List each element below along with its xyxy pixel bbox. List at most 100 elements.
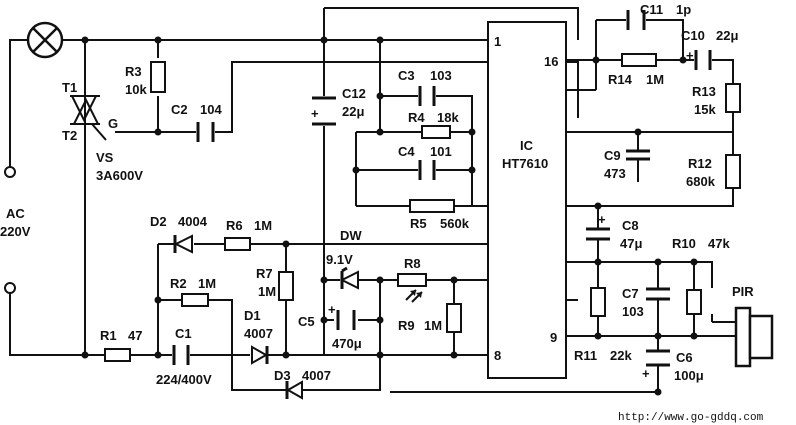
c11-value: 1p <box>676 2 691 17</box>
c11-name: C11 <box>640 2 663 17</box>
d1-value: 4007 <box>244 326 273 341</box>
svg-text:+: + <box>311 106 319 121</box>
svg-text:+: + <box>642 366 650 381</box>
ic-pin1: 1 <box>494 34 501 49</box>
triac-g-label: G <box>108 116 118 131</box>
r12-name: R12 <box>688 156 712 171</box>
c1-value: 224/400V <box>156 372 212 387</box>
r10-value: 47k <box>708 236 730 251</box>
c12-value: 22μ <box>342 104 364 119</box>
ic-part: HT7610 <box>502 156 548 171</box>
ic-name: IC <box>520 138 534 153</box>
triac-name-label: VS <box>96 150 114 165</box>
r8-light-arrows <box>405 289 423 303</box>
triac-t1-label: T1 <box>62 80 77 95</box>
c1-name: C1 <box>175 326 192 341</box>
r14-body <box>621 53 657 67</box>
c5-name: C5 <box>298 314 315 329</box>
d3-value: 4007 <box>302 368 331 383</box>
r14-value: 1M <box>646 72 664 87</box>
c9-value: 473 <box>604 166 626 181</box>
d1-name: D1 <box>244 308 261 323</box>
c3-name: C3 <box>398 68 415 83</box>
c2-name: C2 <box>171 102 188 117</box>
resistors <box>104 53 741 362</box>
c8-name: C8 <box>622 218 639 233</box>
r9-value: 1M <box>424 318 442 333</box>
c12-name: C12 <box>342 86 366 101</box>
junctions <box>81 36 698 396</box>
svg-text:+: + <box>598 212 606 227</box>
ac-voltage-label: 220V <box>0 224 31 239</box>
c7-name: C7 <box>622 286 639 301</box>
r2-name: R2 <box>170 276 187 291</box>
r9-body <box>446 303 462 333</box>
c4-name: C4 <box>398 144 415 159</box>
watermark-url: http://www.go-gddq.com <box>618 412 764 424</box>
r13-value: 15k <box>694 102 716 117</box>
triac-rating-label: 3A600V <box>96 168 143 183</box>
c4-value: 101 <box>430 144 452 159</box>
r5-name: R5 <box>410 216 427 231</box>
wiring <box>9 7 736 393</box>
diodes <box>173 234 359 400</box>
r11-name: R11 <box>574 348 597 363</box>
svg-text:+: + <box>328 302 336 317</box>
ic-pin9: 9 <box>550 330 557 345</box>
r13-body <box>725 83 741 113</box>
r1-body <box>104 348 131 362</box>
r11-value: 22k <box>610 348 632 363</box>
c10-value: 22μ <box>716 28 738 43</box>
dw-name: DW <box>340 228 362 243</box>
r2-body <box>181 293 209 307</box>
ac-label: AC <box>6 206 25 221</box>
r5-body <box>409 199 455 213</box>
ac-terminal-top <box>4 166 16 178</box>
lamp-symbol <box>26 21 64 59</box>
pir-sensor <box>734 306 774 368</box>
d2-name: D2 <box>150 214 167 229</box>
r6-body <box>224 237 251 251</box>
ic-body <box>487 21 567 379</box>
r2-value: 1M <box>198 276 216 291</box>
r8-body <box>397 273 427 287</box>
r9-name: R9 <box>398 318 415 333</box>
c9-name: C9 <box>604 148 621 163</box>
c5-value: 470μ <box>332 336 362 351</box>
triac-t2-label: T2 <box>62 128 77 143</box>
r3-name: R3 <box>125 64 142 79</box>
r4-name: R4 <box>408 110 425 125</box>
ic-pin16: 16 <box>544 54 558 69</box>
c6-name: C6 <box>676 350 693 365</box>
d3-name: D3 <box>274 368 291 383</box>
r10-name: R10 <box>672 236 696 251</box>
r7-body <box>278 271 294 301</box>
r7-value: 1M <box>258 284 276 299</box>
r5-value: 560k <box>440 216 470 231</box>
r1-name: R1 <box>100 328 117 343</box>
c3-value: 103 <box>430 68 452 83</box>
r11-body <box>590 287 606 317</box>
capacitors: + + + + + <box>172 10 712 381</box>
r4-value: 18k <box>437 110 459 125</box>
r3-body <box>150 61 166 93</box>
c6-value: 100μ <box>674 368 704 383</box>
c7-value: 103 <box>622 304 644 319</box>
r6-value: 1M <box>254 218 272 233</box>
svg-text:+: + <box>686 48 694 63</box>
c8-value: 47μ <box>620 236 642 251</box>
r8-name: R8 <box>404 256 421 271</box>
ic-pin8: 8 <box>494 348 501 363</box>
c2-value: 104 <box>200 102 222 117</box>
triac-symbol <box>70 95 107 141</box>
ac-terminal-bottom <box>4 282 16 294</box>
r12-value: 680k <box>686 174 716 189</box>
r12-body <box>725 154 741 189</box>
r13-name: R13 <box>692 84 716 99</box>
c10-name: C10 <box>681 28 705 43</box>
r10-body <box>686 289 702 315</box>
r1-value: 47 <box>128 328 142 343</box>
r6-name: R6 <box>226 218 243 233</box>
